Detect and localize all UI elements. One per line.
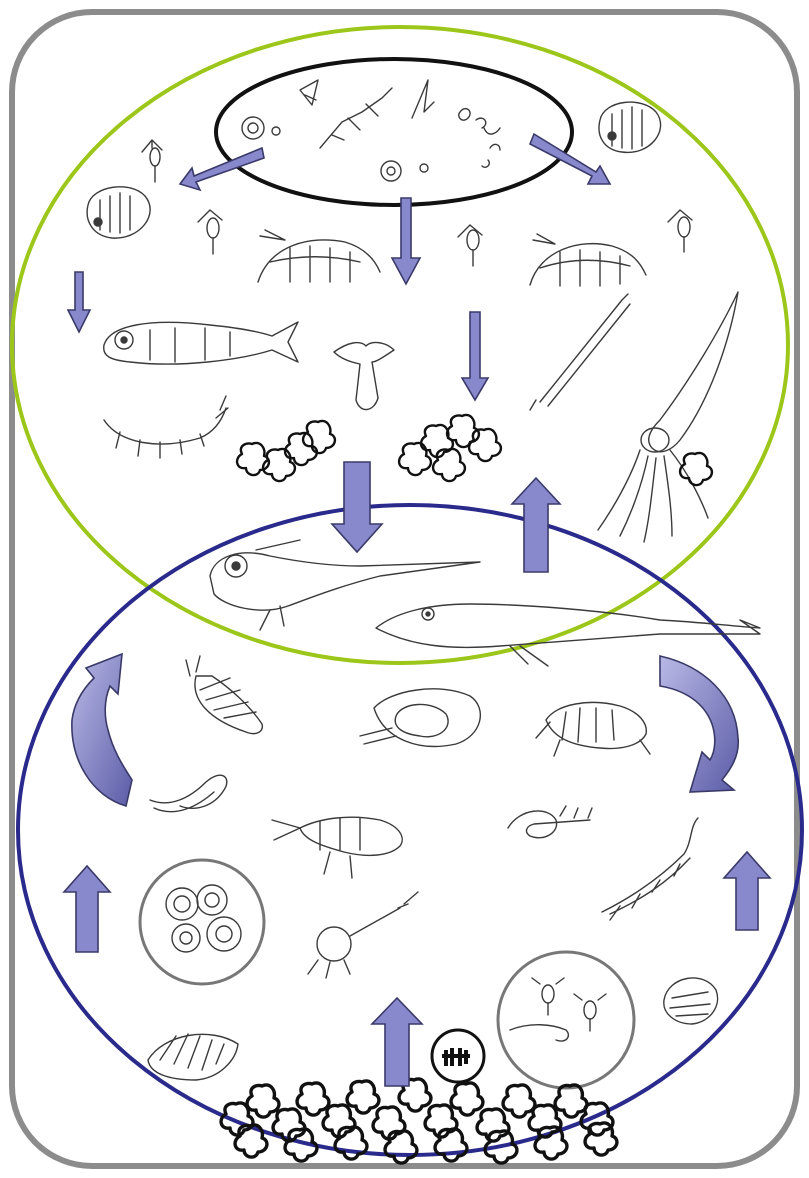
bacteria-icon — [432, 1030, 484, 1082]
phytoplankton-ellipse — [216, 59, 572, 205]
